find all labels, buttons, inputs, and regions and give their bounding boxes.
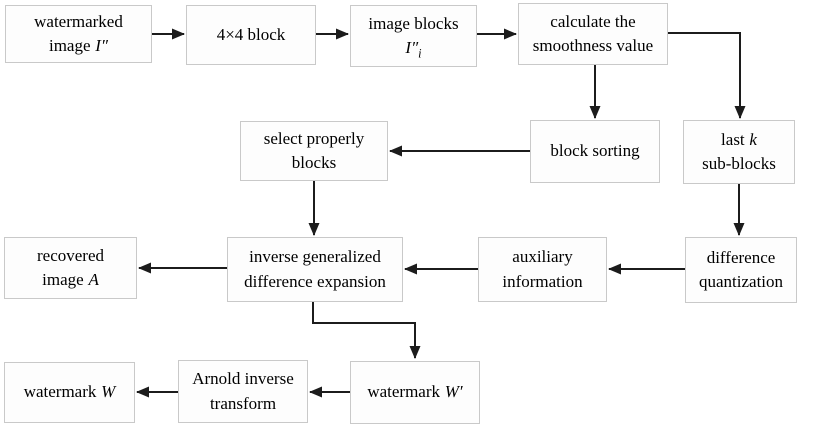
label-text: calculate the (550, 11, 636, 31)
label-text: sub-blocks (702, 154, 776, 173)
label-text: select properly (263, 128, 365, 148)
node-label-line: inverse generalized (249, 245, 381, 269)
math-var: W′ (444, 382, 463, 402)
label-text: auxiliary (512, 247, 573, 267)
math-var: A (88, 270, 99, 289)
node-label-line: I″i (405, 36, 421, 60)
node-auxiliary-information: auxiliary information (478, 237, 607, 302)
node-label-line: blocks (292, 151, 336, 175)
label-text: inverse generalized (249, 247, 381, 267)
label-text: image blocks (368, 13, 459, 33)
node-label-line: information (502, 270, 582, 294)
label-text: Arnold inverse (192, 369, 294, 389)
node-label-line: auxiliary (512, 245, 572, 269)
node-label-line: smoothness value (533, 34, 653, 58)
node-select-properly-blocks: select properly blocks (240, 121, 388, 181)
arrow-igde-to-watermarkwprime (312, 302, 421, 359)
node-label-line: image blocks (368, 12, 458, 36)
node-4x4-block: 4×4 block (186, 5, 316, 65)
label-text: watermark (367, 382, 441, 402)
node-label-line: quantization (699, 270, 783, 294)
node-label-line: watermarked (34, 10, 123, 34)
math-var: W (101, 382, 116, 402)
label-text: transform (209, 393, 277, 413)
label-text: information (502, 271, 583, 291)
math-var: k (749, 129, 757, 149)
node-difference-quantization: difference quantization (685, 237, 797, 303)
node-label-line: 4×4 block (217, 23, 286, 47)
label-text: image (48, 36, 91, 55)
node-label-line: block sorting (550, 139, 639, 163)
math-subscript: i (418, 46, 421, 60)
math-var: I″ (405, 38, 419, 57)
arrow-calc-to-lastk (668, 32, 746, 119)
label-text: 4×4 block (216, 24, 286, 44)
label-text: blocks (291, 153, 337, 172)
label-text: difference (706, 247, 776, 267)
label-text: watermark (23, 382, 97, 402)
node-label-line: difference expansion (244, 270, 386, 294)
label-text: image (42, 270, 84, 289)
label-text: watermarked (34, 11, 123, 31)
label-text: recovered (36, 245, 104, 265)
node-calculate-smoothness: calculate the smoothness value (518, 3, 668, 65)
label-text: last (721, 129, 745, 149)
label-text: quantization (698, 272, 784, 291)
node-label-line: sub-blocks (702, 152, 776, 176)
label-text: difference expansion (244, 271, 386, 291)
node-label-line: select properly (264, 127, 365, 151)
label-text: block sorting (550, 141, 640, 161)
node-label-line: calculate the (550, 10, 635, 34)
node-label-line: transform (210, 392, 276, 416)
node-inverse-generalized-difference-expansion: inverse generalized difference expansion (227, 237, 403, 302)
node-block-sorting: block sorting (530, 120, 660, 183)
math-var: I″ (95, 36, 109, 55)
label-text: smoothness value (532, 36, 654, 55)
node-label-line: recovered (37, 244, 104, 268)
node-arnold-inverse-transform: Arnold inverse transform (178, 360, 308, 423)
node-label-line: difference (707, 246, 776, 270)
node-label-line: Arnold inverse (192, 367, 294, 391)
node-image-blocks: image blocks I″i (350, 5, 477, 67)
math-var: i (418, 46, 422, 61)
